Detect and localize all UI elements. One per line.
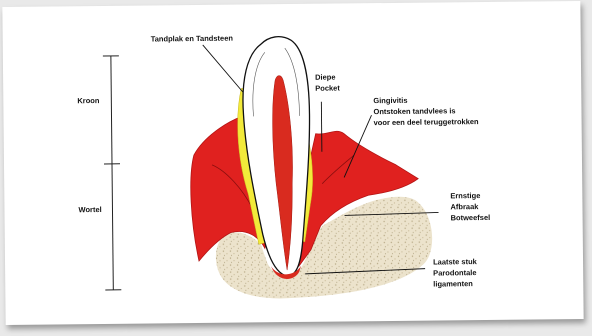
gingivitis-label-3: voor een deel teruggetrokken bbox=[374, 117, 480, 127]
diagram-card: Kroon Wortel Tandplak en Tandsteen Diepe… bbox=[2, 1, 583, 325]
laatste-label-2: Parodontale bbox=[433, 268, 476, 277]
laatste-label-3: ligamenten bbox=[433, 279, 473, 288]
pocket-label-2: Pocket bbox=[315, 84, 340, 93]
tandplak-label: Tandplak en Tandsteen bbox=[151, 34, 234, 44]
afbraak-label-2: Afbraak bbox=[450, 202, 479, 211]
gingivitis-label-2: Ontstoken tandvlees is bbox=[373, 106, 455, 116]
wortel-label: Wortel bbox=[78, 205, 101, 214]
gingivitis-label-1: Gingivitis bbox=[373, 96, 407, 105]
afbraak-label-3: Botweefsel bbox=[451, 213, 491, 222]
afbraak-label-1: Ernstige bbox=[450, 191, 480, 200]
pocket-label-1: Diepe bbox=[315, 73, 336, 82]
kroon-label: Kroon bbox=[77, 96, 100, 105]
periodontitis-diagram: Kroon Wortel Tandplak en Tandsteen Diepe… bbox=[2, 1, 583, 325]
laatste-label-1: Laatste stuk bbox=[433, 257, 478, 266]
scale-bar bbox=[103, 56, 121, 290]
